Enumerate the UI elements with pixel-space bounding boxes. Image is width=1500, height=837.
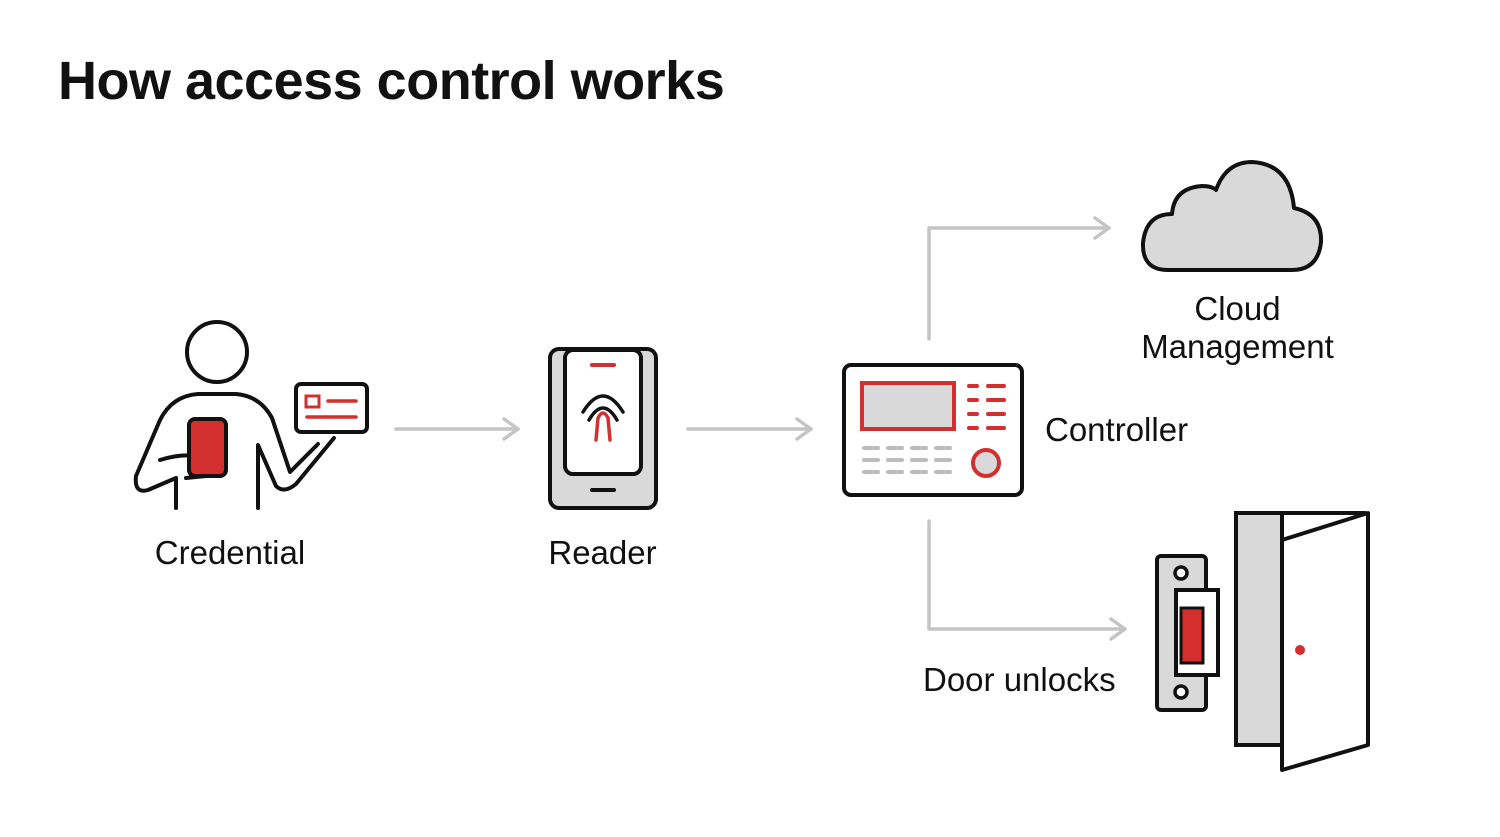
credential-label: Credential: [154, 534, 306, 571]
mobile-credential-icon: [187, 417, 228, 478]
cloud-management-label: Cloud Management: [1141, 290, 1334, 365]
open-door-icon: [1234, 511, 1370, 772]
card-reader-icon: [548, 347, 658, 510]
door-unlocks-label: Door unlocks: [923, 661, 1116, 698]
flow-arrows: [394, 216, 1127, 641]
access-card-icon: [294, 382, 369, 434]
door-strike-icon: [1155, 554, 1220, 712]
cloud-icon: [1140, 160, 1324, 272]
arrow-controller-to-cloud: [927, 216, 1111, 341]
page-title: How access control works: [58, 51, 725, 111]
reader-label: Reader: [548, 534, 657, 571]
arrow-controller-to-door: [927, 519, 1127, 641]
controller-panel-icon: [842, 363, 1024, 497]
fingerprint-icon: [581, 394, 625, 442]
controller-label: Controller: [1045, 411, 1189, 448]
